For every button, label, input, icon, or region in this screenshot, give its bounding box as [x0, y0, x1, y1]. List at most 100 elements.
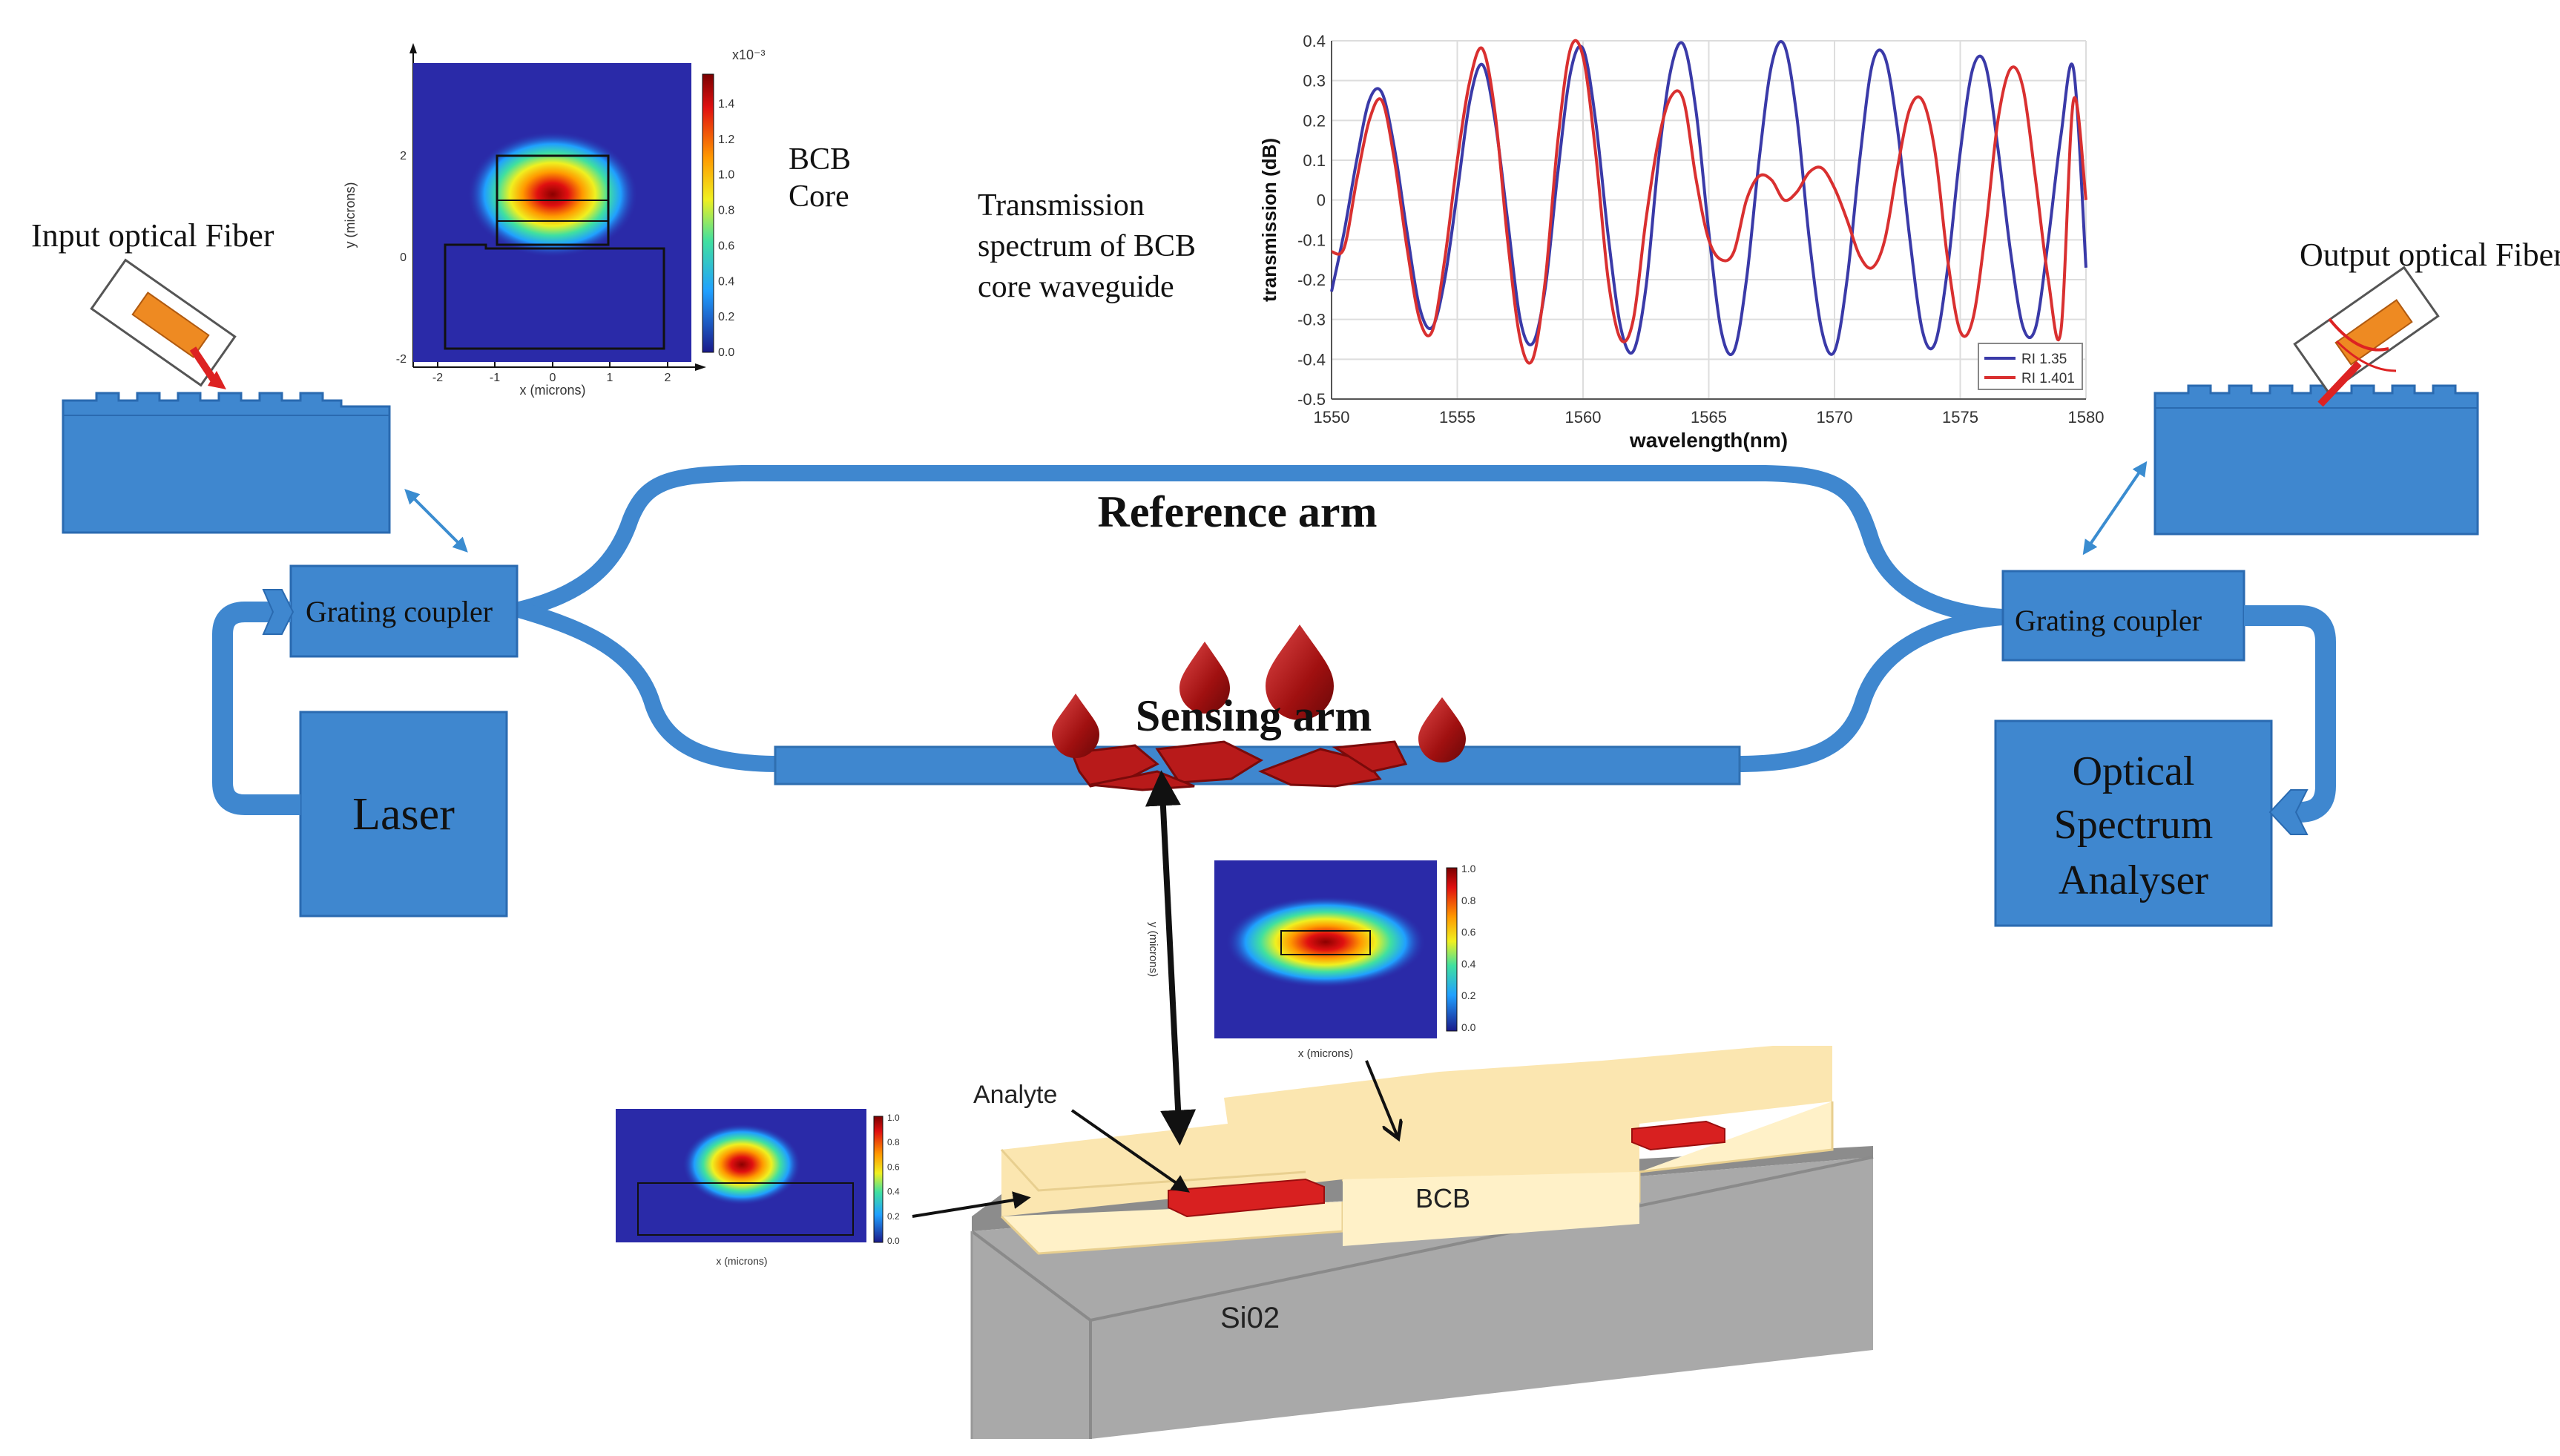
- chart-series-line-2: [1331, 39, 2087, 365]
- mode-plot-small-1-colorbar-tick: 0.8: [1461, 895, 1476, 906]
- mode-plot-main-xlabel: x (microns): [520, 383, 586, 398]
- bcb-top-face: [1001, 1046, 1832, 1216]
- chart-ytick-label: -0.4: [1297, 350, 1326, 369]
- output-grating-chip: [2153, 384, 2479, 536]
- mode-plot-main-colorbar-tick: 1.0: [718, 169, 734, 182]
- mode-plot-small-2-colorbar-tick: 0.0: [887, 1236, 900, 1246]
- mode-plot-main-colorbar-tick: 0.8: [718, 205, 734, 217]
- mode-plot-small-2-colorbar-tick: 0.4: [887, 1187, 900, 1197]
- mode-plot-main-colorbar-ticks: 1.41.21.00.80.60.40.20.0: [718, 98, 734, 359]
- mode-plot-main-xtick-label: -2: [432, 372, 443, 384]
- sensing-arm-to-structure-arrow: [1145, 770, 1197, 1146]
- mode-plot-small-2-colorbar-tick: 0.2: [887, 1211, 900, 1222]
- input-fiber-icon: [90, 258, 237, 389]
- drop-1: [1052, 694, 1099, 758]
- mode-plot-main-yticks: 2 0 -2: [396, 150, 407, 366]
- mode-plot-main-xtick-label: -1: [490, 372, 500, 384]
- chart-xlabel: wavelength(nm): [1629, 429, 1788, 452]
- analyte-strip-2: [1631, 1120, 1725, 1151]
- chart-ytick-label: -0.2: [1297, 271, 1326, 289]
- laser-label: Laser: [352, 789, 455, 840]
- chart-ytick-label: 0.1: [1303, 151, 1326, 170]
- mode-plot-small-1-colorbar-ticks: 1.0 0.8 0.6 0.4 0.2 0.0: [1461, 863, 1476, 1033]
- analyte-pointer-arrow: [1070, 1109, 1190, 1193]
- chart-xtick-label: 1555: [1439, 408, 1475, 426]
- mode-plot-small-1-ylabel: y (microns): [1147, 922, 1159, 977]
- mode-plot-2-pointer-arrow: [912, 1191, 1031, 1218]
- mode-plot-small-2-xlabel: x (microns): [716, 1255, 767, 1267]
- sensing-arm-waveguide-left: [511, 602, 787, 772]
- input-fiber-label: Input optical Fiber: [31, 217, 274, 254]
- bcb-label: BCB: [1415, 1183, 1470, 1213]
- drop-3: [1266, 625, 1334, 720]
- input-grating-chip: [62, 392, 391, 534]
- chart-xtick-label: 1575: [1942, 408, 1978, 426]
- mode-plot-small-1-colorbar-tick: 0.2: [1461, 989, 1476, 1001]
- sensing-arm-waveguide-right: [1728, 609, 2011, 772]
- mode-plot-main: x (microns) y (microns) -2 -1 0 1 2 2 0 -2 x10…: [343, 43, 766, 398]
- mode-plot-small-1-colorbar-tick: 0.0: [1461, 1021, 1476, 1033]
- chart-xtick-label: 1580: [2068, 408, 2105, 426]
- transmission-label-line1: Transmission: [978, 188, 1145, 223]
- grating-coupler-right: [2001, 570, 2245, 662]
- chart-ytick-label: -0.5: [1297, 390, 1326, 409]
- osa-box: [1994, 719, 2273, 927]
- waveguide-3d-structure: Si02 BCB Analyte: [970, 1046, 1874, 1439]
- mode-plot-main-colorbar-tick: 1.4: [718, 98, 734, 111]
- chart-series-line-1: [1330, 40, 2087, 357]
- mode-plot-main-ylabel: y (microns): [343, 182, 358, 248]
- mode-plot-main-ytick-label: 0: [400, 251, 407, 264]
- output-fiber-label: Output optical Fiber: [2300, 237, 2560, 273]
- bcb-core-label-line1: BCB: [789, 142, 851, 177]
- drop-4: [1418, 697, 1466, 762]
- mode-plot-small-2-colorbar-tick: 0.6: [887, 1162, 900, 1172]
- coupler-to-osa-arrow: [2244, 605, 2336, 823]
- chart-xtick-label: 1560: [1565, 408, 1602, 426]
- sensing-arm-waveguide: [774, 745, 1741, 785]
- mode-plot-small-1-colorbar-tick: 0.6: [1461, 926, 1476, 938]
- chart-ytick-label: -0.3: [1297, 311, 1326, 329]
- sio2-label: Si02: [1220, 1302, 1280, 1334]
- reference-arm-waveguide: [511, 465, 2011, 625]
- laser-to-coupler-arrow: [212, 602, 300, 815]
- chart-ytick-label: -0.1: [1297, 231, 1326, 249]
- mode-plot-main-colorbar-tick: 0.6: [718, 240, 734, 252]
- mode-plot-small-2-colorbar-tick: 1.0: [887, 1113, 900, 1123]
- mode-plot-main-xtick-label: 1: [607, 372, 613, 384]
- mode-plot-small-1-xlabel: x (microns): [1298, 1047, 1353, 1060]
- mode-plot-main-colorbar-tick: 0.4: [718, 275, 734, 288]
- chart-ytick-label: 0: [1317, 191, 1326, 210]
- blood-drops: [1052, 625, 1466, 762]
- transmission-label-line3: core waveguide: [978, 270, 1174, 304]
- osa-label-line3: Analyser: [2059, 857, 2209, 903]
- mode-plot-small-2: x (microns) 1.00.80.60.40.20.0: [616, 1109, 900, 1267]
- grating-coupler-right-label: Grating coupler: [2015, 604, 2202, 637]
- mode-plot-small-1-colorbar-tick: 1.0: [1461, 863, 1476, 874]
- sensing-arm-label: Sensing arm: [1136, 691, 1372, 740]
- drop-2: [1179, 642, 1230, 714]
- bcb-core-label-line2: Core: [789, 179, 849, 214]
- mode-plot-main-colorbar-tick: 1.2: [718, 134, 734, 146]
- osa-label-line1: Optical: [2073, 748, 2195, 794]
- chart-ytick-label: 0.2: [1303, 111, 1326, 130]
- mode-plot-small-1-colorbar-tick: 0.4: [1461, 958, 1476, 969]
- chart-legend-label: RI 1.401: [2021, 371, 2075, 386]
- chart-ylabel: transmission (dB): [1258, 138, 1280, 302]
- chart-legend-label: RI 1.35: [2021, 352, 2067, 367]
- mode-plot-main-ytick-label: 2: [400, 150, 407, 162]
- interferometer-waveguide: [511, 465, 2011, 772]
- input-coupling-arrow: [404, 489, 468, 553]
- mode-plot-main-colorbar-tick: 0.2: [718, 311, 734, 323]
- mode-plot-small-1: x (microns) y (microns) 1.0 0.8 0.6 0.4 0.2 0…: [1147, 860, 1476, 1060]
- chart-ytick-label: 0.3: [1303, 72, 1326, 90]
- analyte-label: Analyte: [973, 1081, 1057, 1109]
- grating-coupler-left: [289, 564, 519, 658]
- mode-plot-main-colorbar-scale: x10⁻³: [732, 47, 766, 62]
- analyte-strip-1: [1168, 1178, 1325, 1218]
- chart-legend-box: [1978, 343, 2083, 390]
- mode-plot-main-ytick-label: -2: [396, 353, 407, 366]
- output-fiber-icon: [2293, 266, 2440, 407]
- chart-xtick-label: 1550: [1314, 408, 1350, 426]
